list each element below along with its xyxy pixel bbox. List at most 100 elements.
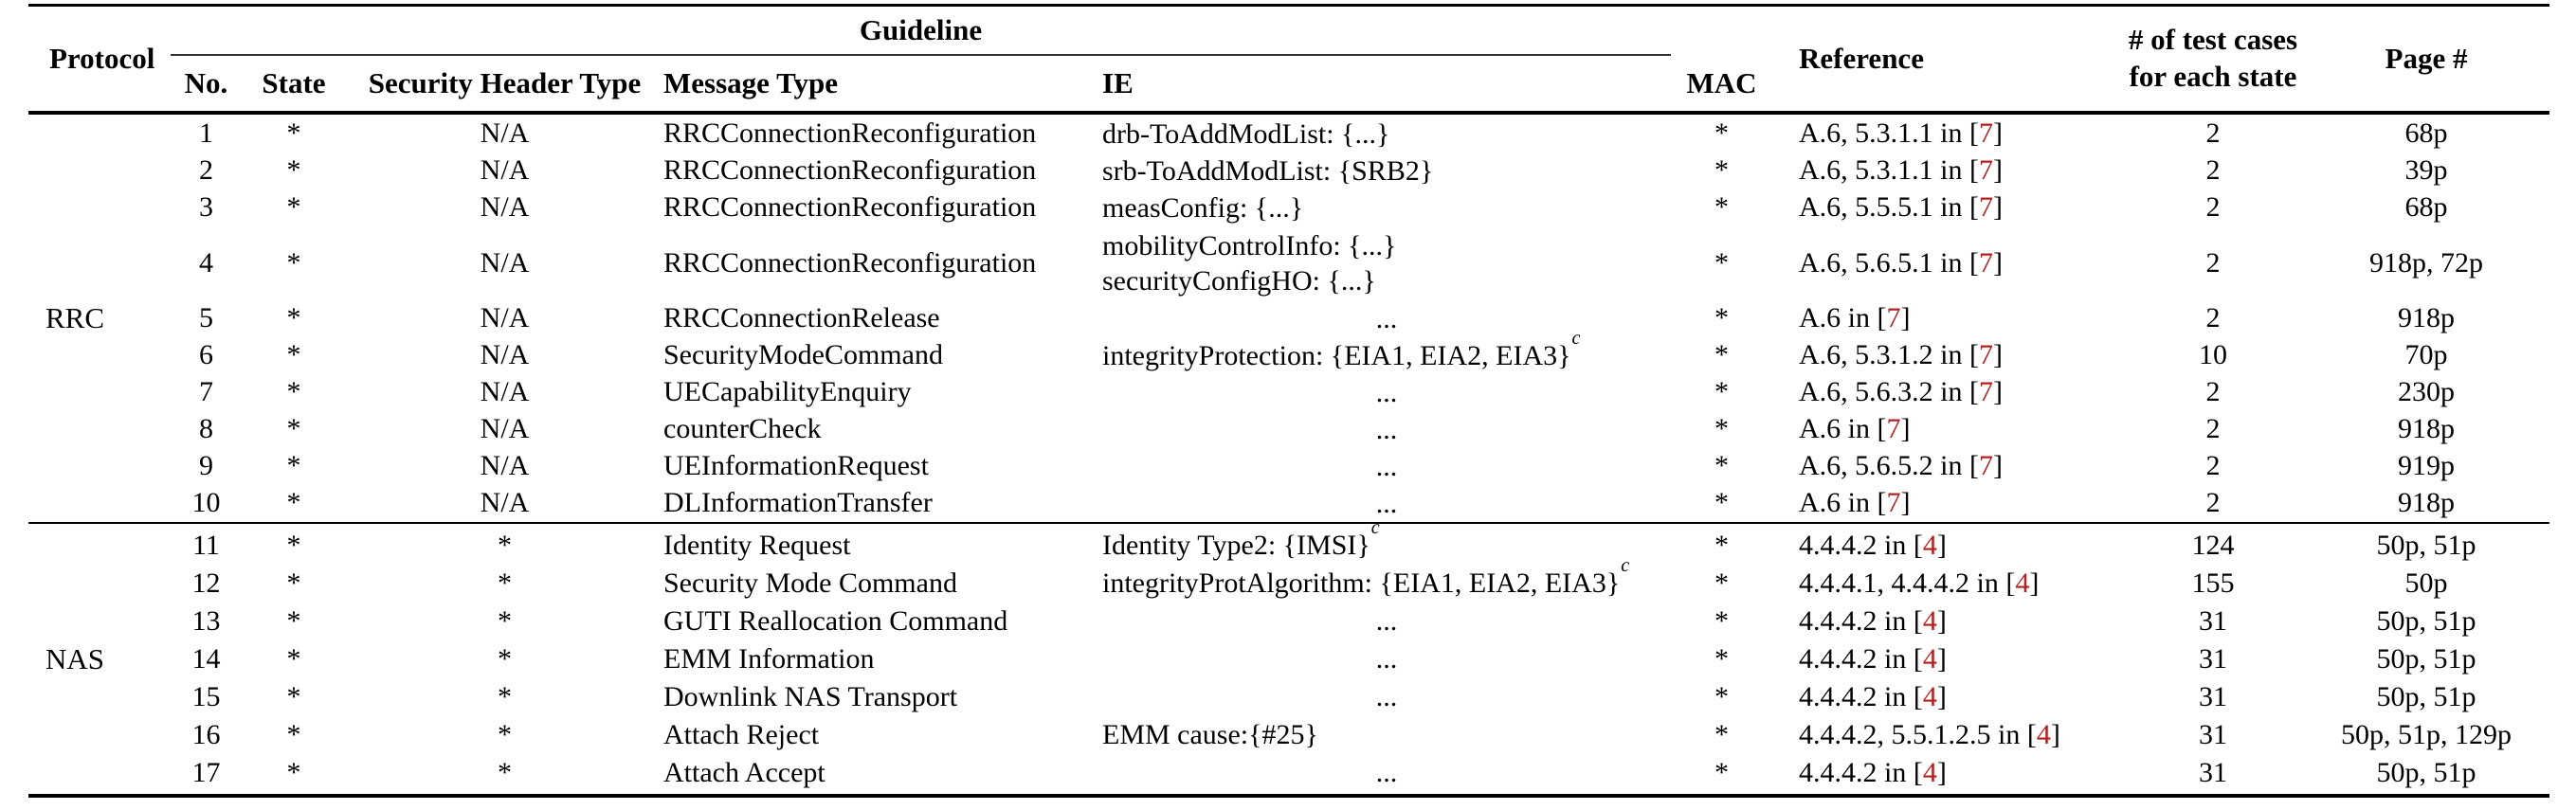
cell-ie: ... [1375, 302, 1398, 334]
cell-test-cases: 2 [2205, 302, 2221, 333]
cell-no: 10 [191, 487, 221, 518]
cell-security-header-type: * [498, 642, 512, 675]
cell-mac: * [1714, 487, 1729, 518]
cell-page: 68p [2404, 191, 2448, 223]
citation-link[interactable]: 4 [2036, 718, 2051, 750]
cell-state: * [286, 529, 301, 561]
cell-mac: * [1714, 718, 1729, 750]
cell-ie: ... [1375, 376, 1398, 408]
cell-no: 11 [192, 529, 220, 561]
reference-bracket: ] [1900, 302, 1911, 333]
cell-state: * [286, 191, 301, 223]
cell-test-cases: 31 [2199, 680, 2227, 712]
cell-reference: 4.4.4.2 in [4] [1772, 603, 2123, 640]
cell-reference: 4.4.4.2 in [4] [1772, 754, 2123, 792]
cell-ie: mobilityControlInfo: {...}securityConfig… [1102, 229, 1397, 297]
cell-state: * [286, 154, 301, 186]
cell-state: * [286, 413, 301, 444]
reference-bracket: ] [1993, 376, 2003, 407]
citation-link[interactable]: 7 [1886, 413, 1901, 444]
reference-text: A.6 in [ [1799, 487, 1887, 518]
citation-link[interactable]: 7 [1979, 246, 1993, 279]
citation-link[interactable]: 7 [1979, 154, 1993, 186]
cell-reference: 4.4.4.2 in [4] [1772, 640, 2123, 678]
reference-text: A.6, 5.6.5.1 in [ [1799, 246, 1979, 279]
cell-state: * [286, 450, 301, 481]
citation-link[interactable]: 7 [1979, 339, 1993, 370]
cell-page: 50p, 51p [2376, 756, 2476, 788]
citation-link[interactable]: 4 [1922, 604, 1937, 637]
citation-link[interactable]: 7 [1979, 117, 1993, 149]
cell-message-type: DLInformationTransfer [663, 487, 933, 518]
cell-ie: ... [1375, 487, 1398, 519]
cell-page: 50p [2404, 567, 2448, 599]
cell-state: * [286, 567, 301, 599]
cell-protocol-spacer [28, 226, 171, 300]
cell-security-header-type: N/A [480, 246, 530, 279]
cell-page: 70p [2404, 339, 2448, 370]
reference-text: 4.4.4.2 in [ [1799, 604, 1923, 637]
reference-bracket: ] [1900, 413, 1911, 444]
cell-security-header-type: * [498, 529, 512, 561]
cell-no: 7 [199, 376, 213, 407]
cell-security-header-type: N/A [480, 487, 530, 518]
reference-bracket: ] [2029, 567, 2040, 599]
cell-ie: measConfig: {...} [1102, 191, 1304, 224]
cell-mac: * [1714, 642, 1729, 675]
cell-state: * [286, 604, 301, 637]
cell-no: 2 [199, 154, 213, 186]
cell-protocol-spacer [28, 527, 171, 565]
cell-ie: ... [1375, 643, 1398, 675]
table-row-15: 15**Downlink NAS Transport...*4.4.4.2 in… [28, 678, 2549, 716]
cell-test-cases: 31 [2199, 718, 2227, 750]
cell-reference: 4.4.4.2 in [4] [1772, 527, 2123, 565]
cell-mac: * [1714, 529, 1729, 561]
citation-link[interactable]: 7 [1886, 302, 1901, 333]
cell-reference: 4.4.4.1, 4.4.4.2 in [4] [1772, 565, 2123, 603]
header-page: Page # [2385, 42, 2468, 75]
cell-ie: ... [1375, 681, 1398, 712]
citation-link[interactable]: 4 [1922, 756, 1937, 788]
cell-test-cases: 10 [2199, 339, 2227, 370]
reference-bracket: ] [1993, 339, 2003, 370]
cell-mac: * [1714, 191, 1729, 223]
cell-reference: A.6, 5.3.1.1 in [7] [1772, 153, 2123, 189]
cell-protocol-spacer [28, 411, 171, 448]
citation-link[interactable]: 4 [2015, 567, 2030, 599]
citation-link[interactable]: 4 [1922, 680, 1937, 712]
reference-bracket: ] [1993, 154, 2003, 186]
cell-message-type: counterCheck [663, 413, 822, 444]
reference-text: 4.4.4.1, 4.4.4.2 in [ [1799, 567, 2016, 599]
cell-message-type: Downlink NAS Transport [663, 680, 958, 712]
cell-page: 918p [2398, 487, 2455, 518]
cell-mac: * [1714, 756, 1729, 788]
protocol-label-nas: NAS [45, 641, 105, 675]
cell-state: * [286, 642, 301, 675]
reference-bracket: ] [1936, 756, 1947, 788]
cell-no: 8 [199, 413, 213, 444]
citation-link[interactable]: 4 [1922, 642, 1937, 675]
cell-protocol-spacer [28, 565, 171, 603]
reference-text: A.6 in [ [1799, 413, 1887, 444]
citation-link[interactable]: 7 [1886, 487, 1901, 518]
cell-message-type: UECapabilityEnquiry [663, 376, 912, 407]
cell-mac: * [1714, 246, 1729, 279]
cell-reference: A.6, 5.3.1.2 in [7] [1772, 337, 2123, 374]
cell-ie: ... [1375, 413, 1398, 445]
reference-bracket: ] [1993, 191, 2003, 223]
citation-link[interactable]: 7 [1979, 191, 1993, 223]
citation-link[interactable]: 7 [1979, 450, 1993, 481]
reference-text: A.6 in [ [1799, 302, 1887, 333]
reference-bracket: ] [1936, 680, 1947, 712]
header-ie: IE [1102, 66, 1134, 99]
cell-state: * [286, 246, 301, 279]
header-mac: MAC [1686, 66, 1757, 99]
citation-link[interactable]: 7 [1979, 376, 1993, 407]
cell-state: * [286, 756, 301, 788]
citation-link[interactable]: 4 [1922, 529, 1937, 561]
